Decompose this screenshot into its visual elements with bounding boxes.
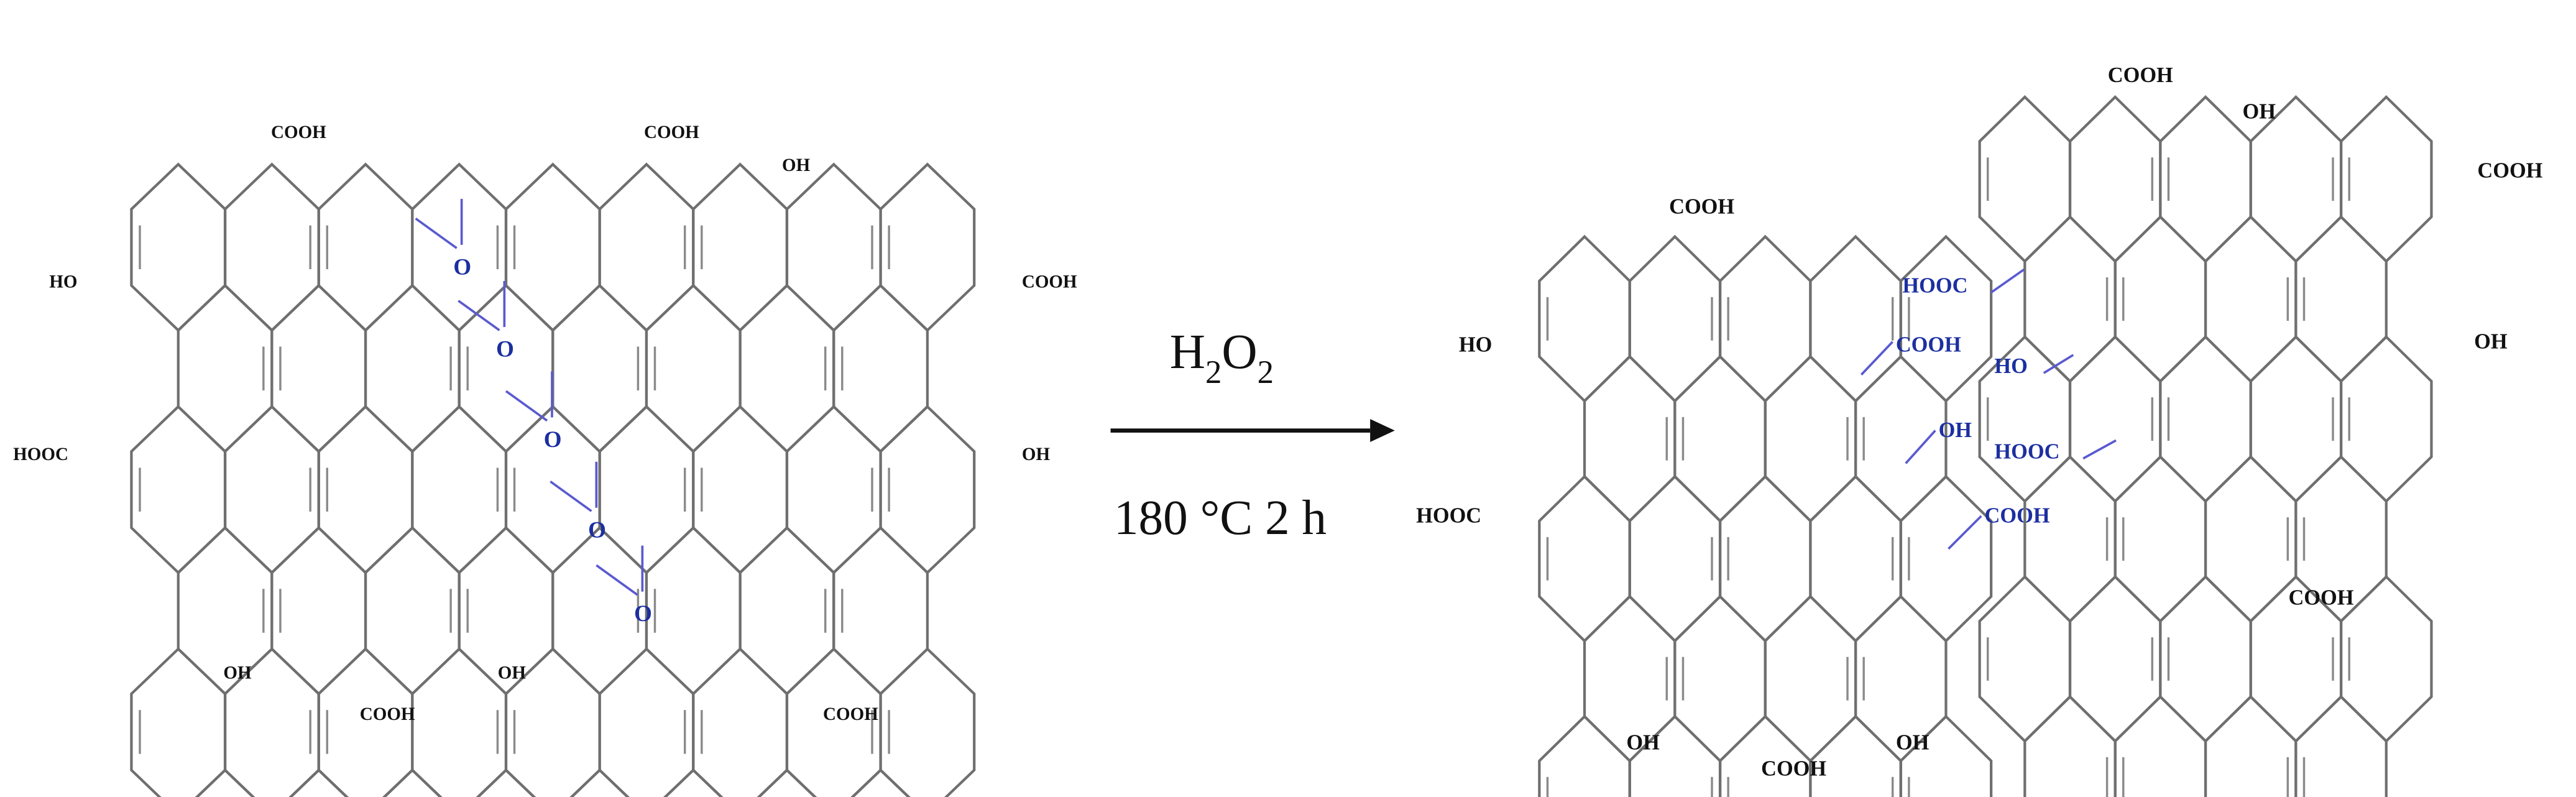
epoxide-oxygen-label: O [634,601,652,627]
product-fragment-1-lattice [1538,234,1993,797]
functional-group-label: HOOC [13,445,68,464]
functional-group-label: OH [2474,329,2508,353]
functional-group-label: HO [1994,354,2027,378]
graphene-oxide-functional-groups: COOH COOH OH HO COOH HOOC OH OH OH COOH COOH [13,122,1077,724]
functional-group-label: COOH [1669,195,1734,219]
functional-group-label: COOH [1022,272,1077,292]
functional-group-label: COOH [360,704,415,724]
epoxide-oxygen-label: O [496,337,514,362]
functional-group-label: HOOC [1416,504,1481,528]
functional-group-label: COOH [823,704,878,724]
product-fragment-2-lattice [1978,94,2433,797]
functional-group-label: HO [1459,333,1492,357]
functional-group-label: OH [1022,445,1051,464]
functional-group-label: OH [782,155,811,175]
arrow-head-icon [1370,419,1395,443]
epoxide-groups: O O O O O [415,198,652,627]
functional-group-label: COOH [2108,63,2173,87]
functional-group-label: OH [1626,730,1660,754]
graphene-oxide-lattice [130,162,976,797]
reaction-arrow-group: H2O2 180 °C 2 h [1110,325,1395,545]
functional-group-label: OH [223,663,252,683]
functional-group-label: COOH [2289,586,2354,610]
functional-group-label: HOOC [1902,274,1967,298]
epoxide-oxygen-label: O [588,517,606,543]
epoxide-oxygen-label: O [544,427,562,453]
functional-group-label: OH [2243,99,2276,123]
functional-group-label: HO [49,272,77,292]
functional-group-label: COOH [271,122,326,142]
reagent-formula: H2O2 [1170,325,1274,390]
functional-group-label: HOOC [1994,440,2059,463]
product-fragment-1-functional-groups: COOH HO COOH OH HOOC COOH OH OH COOH [1416,195,2050,781]
functional-group-label: COOH [1985,504,2050,528]
functional-group-label: COOH [2477,159,2542,182]
functional-group-label: COOH [1761,757,1826,781]
functional-group-label: COOH [644,122,699,142]
functional-group-label: COOH [1896,333,1961,357]
functional-group-label: OH [498,663,527,683]
epoxide-oxygen-label: O [453,254,471,280]
reaction-conditions: 180 °C 2 h [1114,491,1327,545]
functional-group-label: OH [1896,730,1930,754]
product-fragment-2-functional-groups: COOH OH COOH HOOC HO OH HOOC COOH [1902,63,2542,610]
functional-group-label: OH [1939,418,1972,442]
